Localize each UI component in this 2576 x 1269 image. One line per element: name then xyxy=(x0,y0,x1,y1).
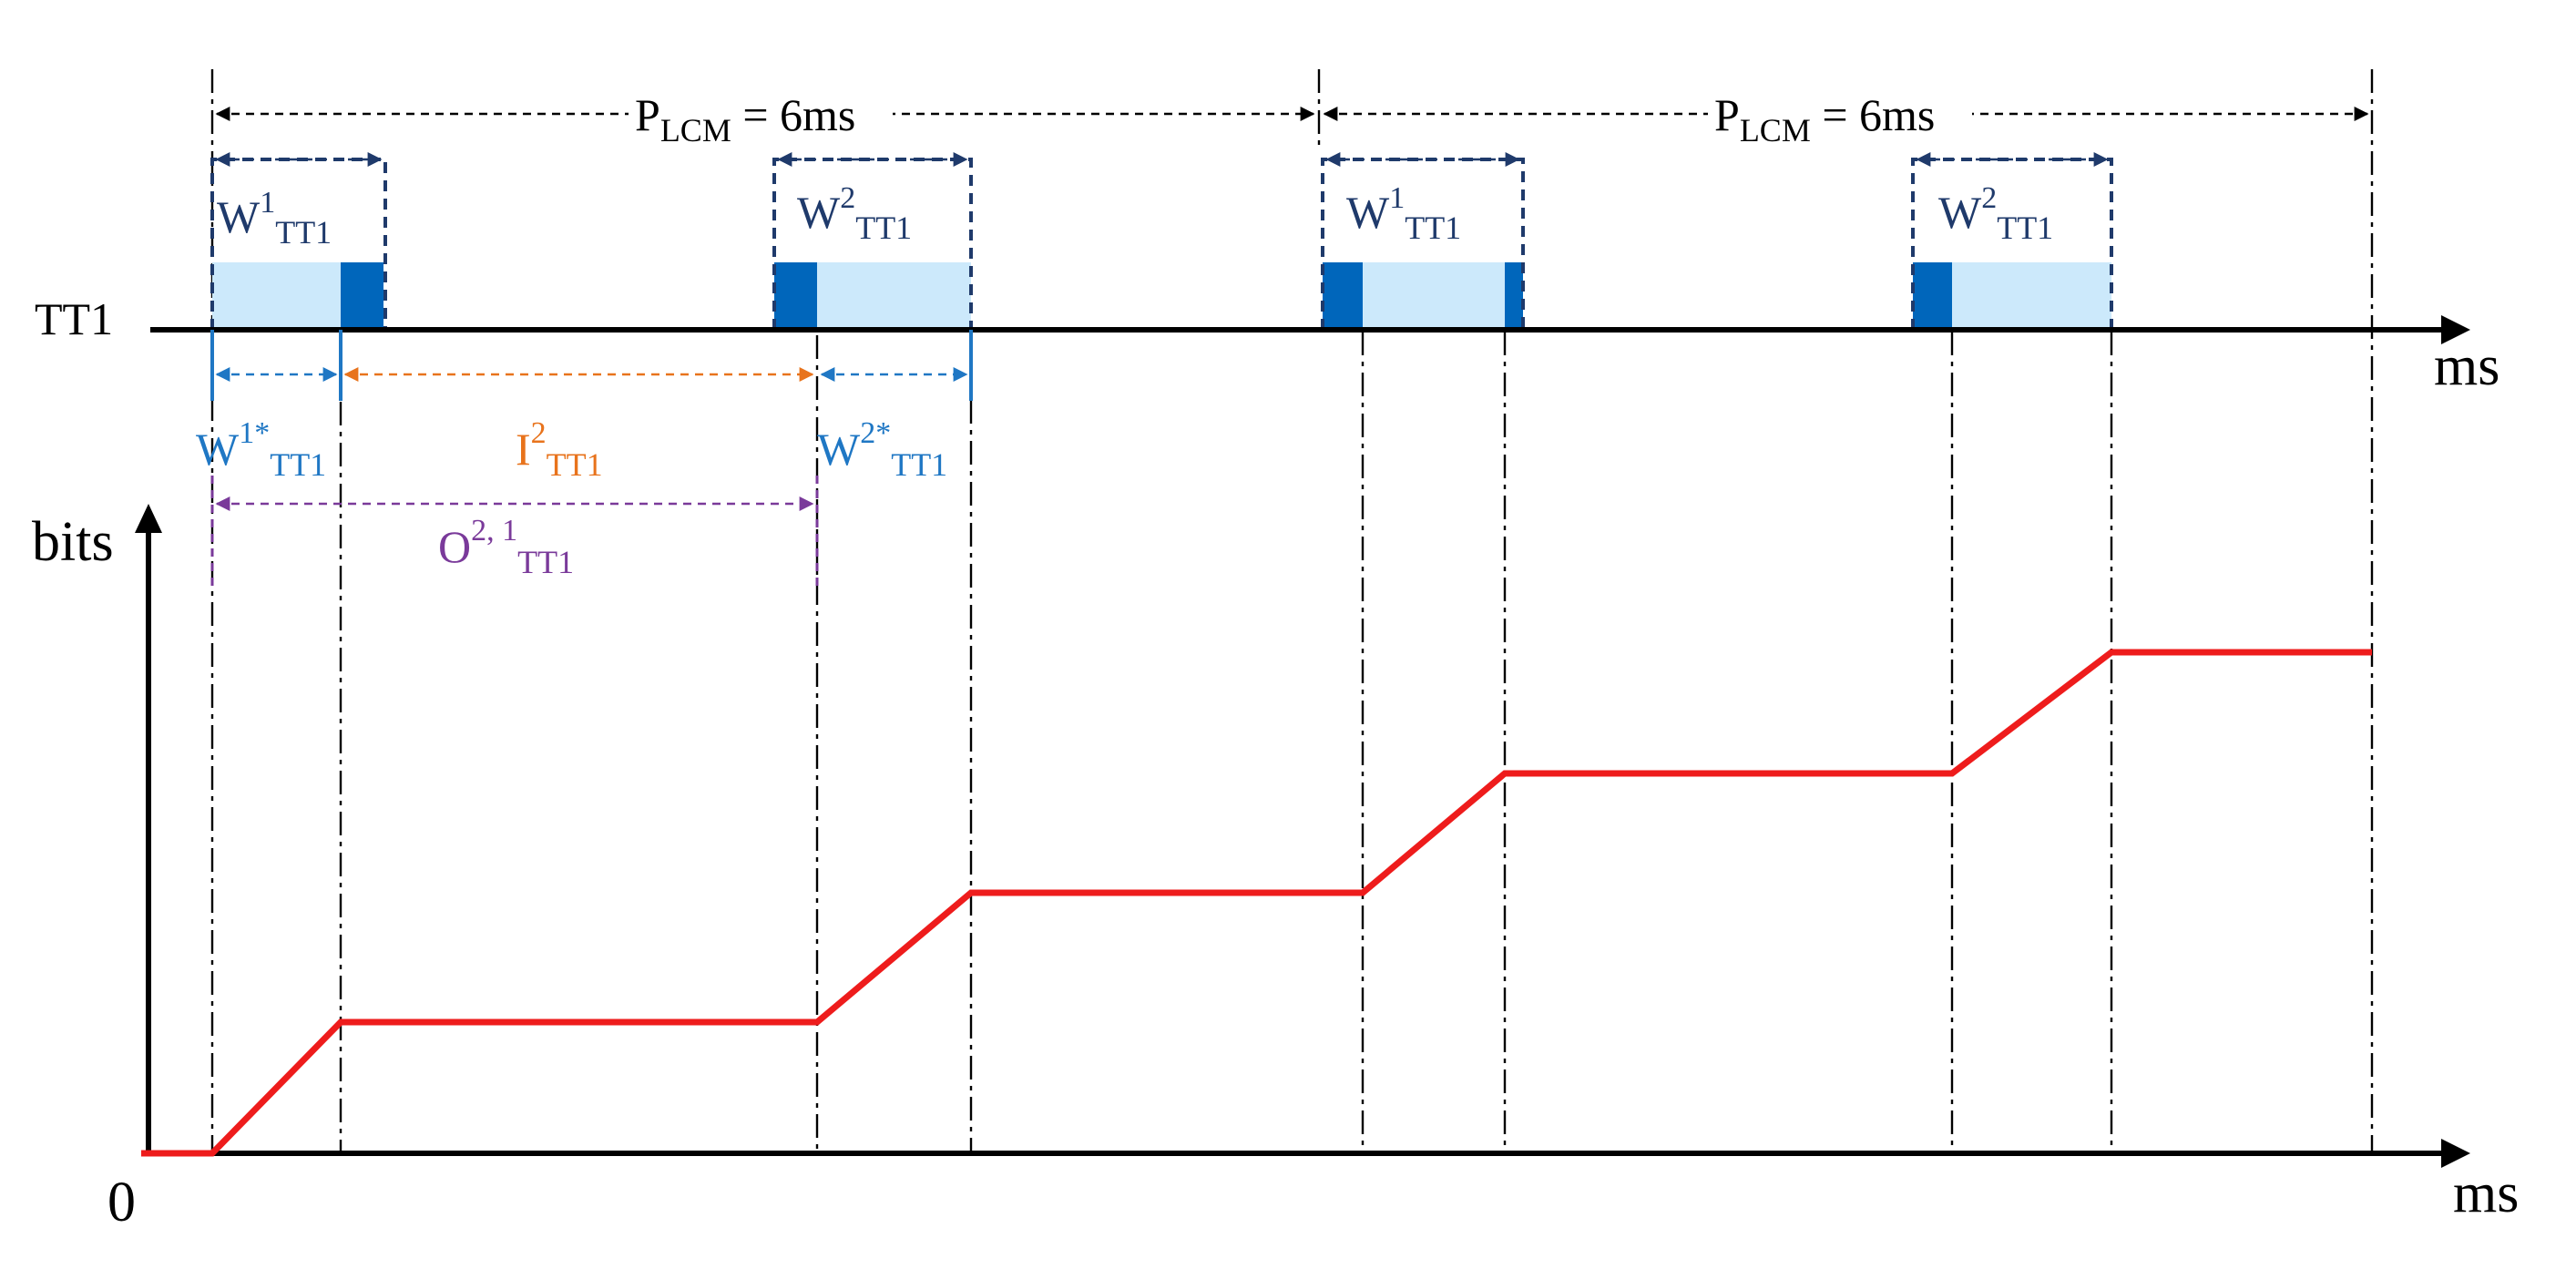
origin-label: 0 xyxy=(107,1172,136,1233)
period-label-1: PLCM = 6ms xyxy=(635,89,855,148)
frame-dark xyxy=(1505,262,1523,330)
subwindow-ticks xyxy=(210,330,973,401)
frame-dark xyxy=(341,262,383,330)
interval-label: I2TT1 xyxy=(516,416,603,483)
subwindow-label: W1*TT1 xyxy=(196,416,326,483)
period-label-2: PLCM = 6ms xyxy=(1714,89,1935,148)
guide-lines xyxy=(210,69,2374,1153)
window-outlines xyxy=(210,158,2113,330)
x-axis-arrowhead xyxy=(2441,1139,2470,1168)
window-label: W1TT1 xyxy=(1346,181,1461,246)
window-label: W2TT1 xyxy=(797,181,912,246)
frame-light xyxy=(1952,262,2111,330)
frames xyxy=(212,262,2111,330)
frame-light xyxy=(1363,262,1505,330)
x-axis-unit: ms xyxy=(2453,1162,2519,1224)
frame-light xyxy=(817,262,971,330)
tt1-axis-unit: ms xyxy=(2434,335,2499,397)
y-axis-arrowhead xyxy=(135,504,162,533)
window-outline xyxy=(1321,158,1525,330)
frame-dark xyxy=(1323,262,1363,330)
window-label: W1TT1 xyxy=(217,186,332,251)
tt1-axis-arrowhead xyxy=(2441,315,2470,344)
frame-dark xyxy=(774,262,817,330)
cumulative-bits-curve xyxy=(141,649,2372,1157)
tt1-row-label: TT1 xyxy=(35,293,113,344)
window-label: W2TT1 xyxy=(1938,181,2053,246)
subwindow-label: W2*TT1 xyxy=(817,416,947,483)
y-axis-label: bits xyxy=(32,511,114,573)
frame-dark xyxy=(1913,262,1952,330)
offset-marker xyxy=(210,476,819,592)
offset-label: O2, 1TT1 xyxy=(438,514,574,580)
frame-light xyxy=(212,262,341,330)
